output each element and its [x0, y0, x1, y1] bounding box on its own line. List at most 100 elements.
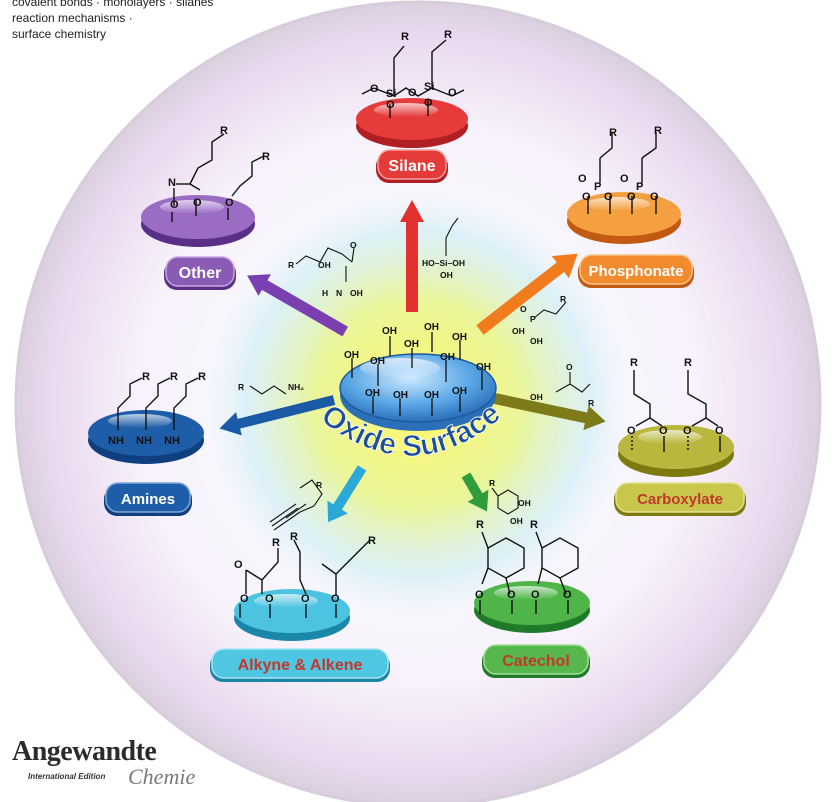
oh-label: OH	[424, 390, 439, 401]
carboxylate-label: Carboxylate	[637, 491, 723, 508]
r-label: R	[198, 371, 206, 383]
silane-label: Silane	[388, 158, 435, 175]
oh-label: OH	[365, 388, 380, 399]
silane-reagent-text: HO–Si–OH	[422, 258, 465, 268]
nh-label: NH	[164, 435, 180, 447]
other-label-pill: Other	[164, 256, 236, 290]
amines-molecule	[117, 377, 199, 430]
r-label: R	[368, 535, 376, 547]
arrow-phosphonate	[476, 253, 578, 335]
silane-label-pill: Silane	[376, 149, 448, 183]
r-label: R	[238, 382, 244, 392]
catechol-molecule	[479, 531, 579, 614]
oh-label: OH	[440, 352, 455, 363]
o-label: O	[604, 191, 613, 203]
r-label: R	[262, 151, 270, 163]
arrow-other	[247, 274, 349, 337]
o-label: O	[424, 97, 433, 109]
o-label: O	[566, 362, 573, 372]
o-label: O	[475, 589, 484, 601]
o-label: O	[627, 425, 636, 437]
oh-label: OH	[344, 350, 359, 361]
alkyne-molecule	[239, 539, 371, 618]
o-label: O	[240, 593, 249, 605]
phosphonate-pad	[567, 192, 681, 244]
oh-label: OH	[510, 516, 523, 526]
o-label: O	[520, 304, 527, 314]
catechol-label: Catechol	[502, 653, 570, 670]
silane-reagent: HO–Si–OH OH	[422, 217, 465, 280]
o-label: O	[578, 173, 587, 185]
oh-label: OH	[518, 498, 531, 508]
r-label: R	[170, 371, 178, 383]
r-label: R	[220, 125, 228, 137]
o-label: O	[650, 191, 659, 203]
n-label: N	[168, 177, 176, 189]
amines-label-pill: Amines	[104, 482, 192, 516]
phosphonate-label-pill: Phosphonate	[578, 254, 694, 288]
catechol-pad	[474, 581, 590, 633]
o-label: O	[301, 593, 310, 605]
oxide-surface-disk	[339, 353, 497, 431]
oh-label: OH	[452, 386, 467, 397]
o-label: O	[620, 173, 629, 185]
nh-label: NH	[108, 435, 124, 447]
o-label: O	[531, 589, 540, 601]
oh-label: OH	[382, 326, 397, 337]
oh-label: OH	[318, 260, 331, 270]
journal-logo-chemie: Chemie	[128, 764, 196, 789]
keyword-line-1: covalent bonds · monolayers · silanes	[12, 0, 214, 9]
p-label: P	[530, 314, 536, 324]
o-label: O	[507, 589, 516, 601]
amines-label: Amines	[121, 491, 175, 508]
oh-label: OH	[350, 288, 363, 298]
h-label: H	[322, 288, 328, 298]
carboxylate-reagent: O R OH	[530, 362, 594, 408]
o-label: O	[448, 87, 457, 99]
r-label: R	[609, 127, 617, 139]
catechol-reagent: R OH OH	[489, 478, 531, 526]
nh2-label: NH₂	[288, 382, 304, 392]
o-label: O	[370, 83, 379, 95]
alkyne-label: Alkyne & Alkene	[238, 657, 363, 674]
phosphonate-label: Phosphonate	[588, 263, 683, 280]
phosphonate-reagent: R P O OH OH	[512, 294, 567, 346]
o-label: O	[563, 589, 572, 601]
other-molecule	[171, 133, 265, 222]
phosphonate-molecule	[587, 132, 657, 214]
o-label: O	[234, 559, 243, 571]
silane-molecule	[361, 39, 465, 118]
r-label: R	[272, 537, 280, 549]
oh-label: OH	[512, 326, 525, 336]
keyword-line-3: surface chemistry	[12, 27, 107, 41]
r-label: R	[560, 294, 566, 304]
o-label: O	[350, 240, 357, 250]
p-label: P	[594, 181, 601, 193]
other-pad	[141, 195, 255, 247]
other-label: Other	[179, 265, 222, 282]
o-label: O	[193, 197, 202, 209]
oh-label: OH	[393, 390, 408, 401]
carboxylate-pad	[618, 425, 734, 477]
arrow-carboxylate	[488, 392, 606, 431]
oh-label: OH	[452, 332, 467, 343]
r-label: R	[588, 398, 594, 408]
o-label: O	[715, 425, 724, 437]
other-reagent: R OH O N H OH	[288, 240, 363, 298]
o-label: O	[582, 191, 591, 203]
r-label: R	[316, 480, 322, 490]
arrow-amines	[219, 395, 336, 436]
arrow-alkyne	[327, 465, 367, 523]
o-label: O	[170, 199, 179, 211]
o-label: O	[659, 425, 668, 437]
alkyne-reagent	[269, 479, 323, 531]
o-label: O	[408, 87, 417, 99]
p-label: P	[636, 181, 643, 193]
r-label: R	[684, 357, 692, 369]
oh-label: OH	[530, 392, 543, 402]
catechol-label-pill: Catechol	[482, 644, 590, 678]
carboxylate-molecule	[631, 370, 721, 452]
alkyne-pad	[234, 589, 350, 641]
silane-pad	[356, 98, 468, 148]
